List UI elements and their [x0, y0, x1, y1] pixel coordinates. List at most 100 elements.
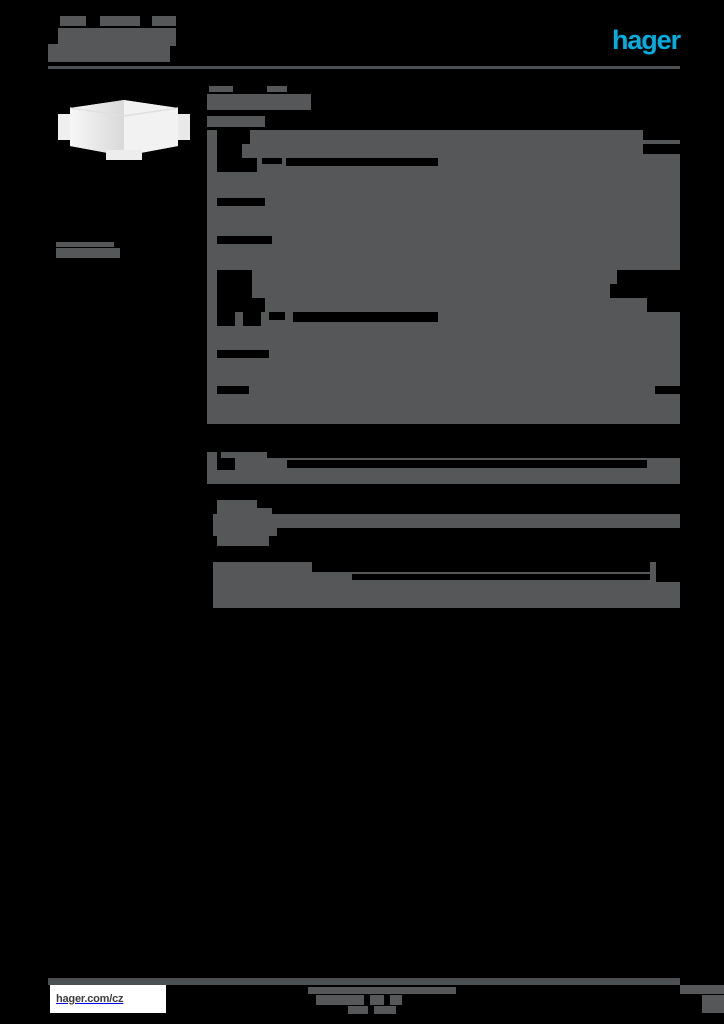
redacted-text-block [267, 86, 287, 92]
table-cell-value [221, 452, 267, 458]
table-row [207, 312, 680, 326]
redacted-text-block [390, 995, 402, 1005]
table-row [207, 140, 680, 144]
table-cell-value [252, 292, 610, 298]
redacted-text-block [702, 995, 724, 1007]
page-footer: hager.com/cz [48, 985, 724, 1014]
header-divider [48, 66, 680, 69]
redacted-text-block [207, 94, 311, 110]
table-cell-gap [217, 198, 265, 206]
table-cell-value [217, 500, 257, 508]
table-cell-value [207, 292, 217, 298]
table-cell-value [207, 452, 217, 458]
specifications-table [207, 130, 680, 430]
table-row [207, 154, 680, 158]
redacted-text-block [48, 44, 170, 62]
table-row [207, 172, 680, 198]
table-cell-gap [643, 144, 680, 154]
table-cell-gap [217, 458, 235, 470]
table-cell-gap [217, 312, 235, 326]
table-cell-gap [217, 284, 252, 292]
table-cell-gap [277, 528, 680, 536]
table-row [207, 562, 680, 572]
website-link[interactable]: hager.com/cz [50, 985, 166, 1013]
table-cell-gap [262, 158, 282, 164]
table-cell-gap [217, 298, 265, 306]
redacted-text-block [702, 1007, 724, 1013]
table-cell-value [207, 140, 217, 144]
table-cell-value [207, 154, 217, 158]
table-row [207, 284, 680, 292]
table-cell-gap [352, 574, 650, 580]
table-cell-gap [293, 312, 438, 322]
specification-groups [207, 0, 680, 1024]
table-row [207, 244, 680, 270]
table-cell-value [217, 508, 272, 514]
table-row [207, 572, 680, 582]
table-row [207, 326, 680, 350]
footer-divider [48, 978, 680, 985]
website-url-text: hager.com/cz [56, 993, 124, 1005]
redacted-text-block [374, 1006, 396, 1014]
table-cell-gap [656, 572, 680, 582]
table-cell-gap [312, 562, 650, 572]
redacted-text-block [348, 1006, 368, 1014]
table-row [207, 130, 680, 140]
redacted-text-block [58, 28, 176, 46]
table-cell-value [217, 536, 269, 546]
table-cell-gap [217, 158, 257, 172]
table-cell-gap [656, 562, 680, 572]
table-cell-gap [647, 298, 680, 306]
redacted-text-block [370, 995, 384, 1005]
table-cell-gap [617, 270, 680, 278]
table-row [207, 278, 680, 284]
table-cell-gap [217, 236, 272, 244]
table-cell-value [252, 278, 617, 284]
table-row [207, 236, 680, 244]
table-cell-gap [207, 582, 213, 608]
table-row [207, 206, 680, 236]
table-row [207, 158, 680, 172]
table-row [207, 198, 680, 206]
redacted-text-block [308, 987, 456, 994]
table-cell-gap [243, 312, 261, 326]
table-row [207, 292, 680, 298]
table-cell-gap [655, 386, 680, 394]
table-cell-gap [217, 270, 252, 278]
redacted-text-block [680, 985, 724, 994]
page-header: hager [48, 14, 681, 66]
table-group [207, 562, 680, 608]
table-row [207, 514, 680, 536]
hager-logo: hager [611, 25, 681, 55]
table-cell-gap [217, 386, 249, 394]
redacted-text-block [316, 995, 364, 1005]
table-cell-gap [217, 144, 242, 154]
table-row [207, 144, 680, 154]
table-cell-value [207, 306, 217, 312]
table-cell-gap [207, 514, 213, 536]
table-row [207, 306, 680, 312]
table-cell-gap [217, 350, 269, 358]
redacted-text-block [207, 116, 265, 127]
table-cell-value [250, 140, 680, 144]
table-group [207, 452, 680, 484]
table-cell-gap [217, 130, 250, 140]
table-cell-value [265, 306, 647, 312]
table-row [207, 470, 680, 484]
table-cell-gap [286, 158, 438, 166]
section-heading [207, 116, 680, 130]
table-row [207, 394, 680, 424]
table-row [207, 298, 680, 306]
product-image [48, 86, 200, 182]
table-cell-gap [287, 460, 647, 468]
table-cell-gap [610, 284, 680, 292]
redacted-text-block [56, 248, 120, 258]
table-cell-gap [207, 572, 213, 582]
table-cell-gap [643, 130, 680, 140]
table-row [207, 500, 680, 514]
redacted-text-block [209, 86, 233, 92]
main-content [207, 86, 680, 134]
product-corner-piece-icon [58, 100, 190, 160]
table-cell-value [242, 154, 680, 158]
